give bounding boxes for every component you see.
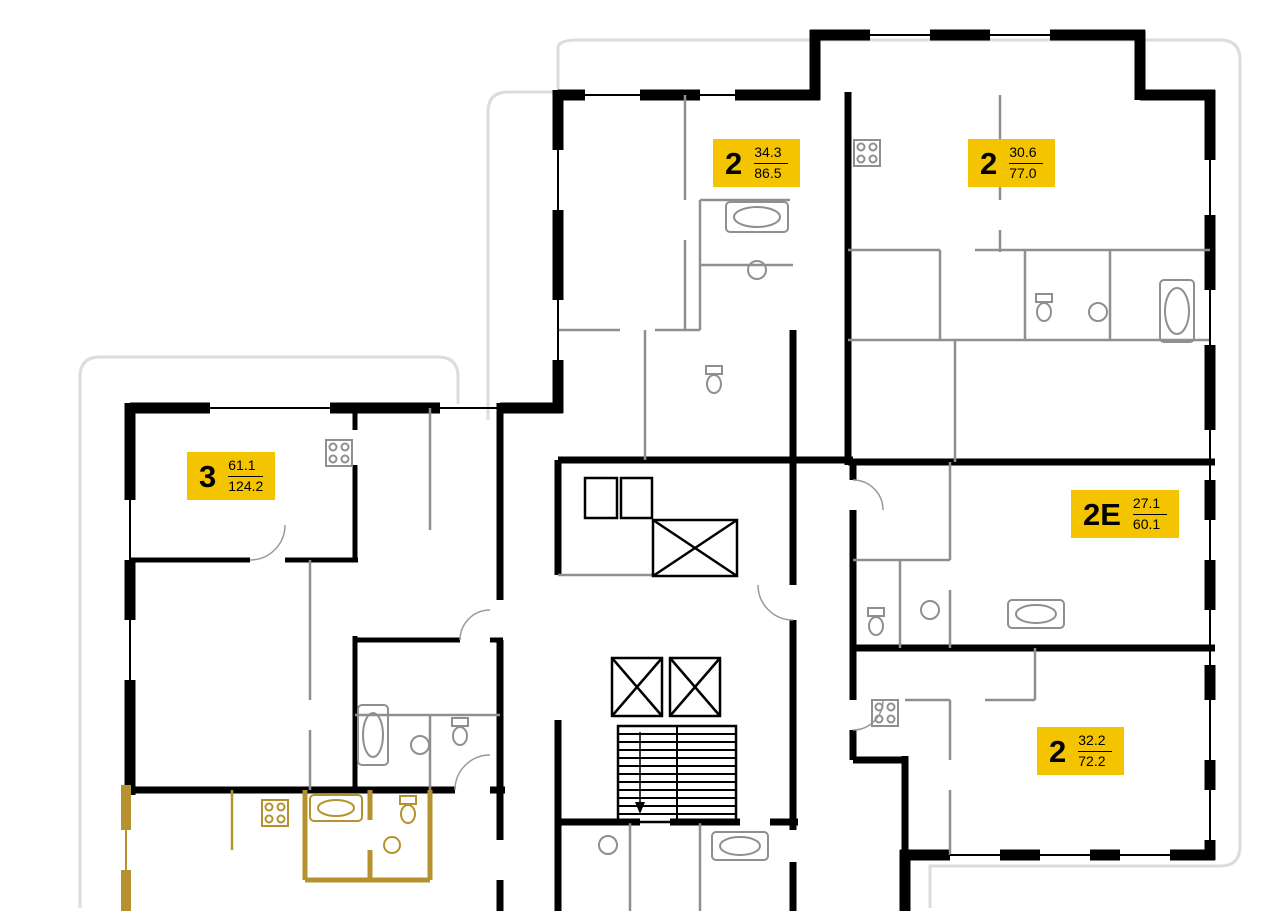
bathtub-icon — [725, 201, 789, 233]
stove-icon — [325, 439, 353, 467]
unit-badge-2-77[interactable]: 2 30.6 77.0 — [968, 139, 1056, 187]
bathtub-icon — [1159, 279, 1195, 343]
unit-area-total: 60.1 — [1132, 515, 1161, 532]
exterior-walls — [124, 29, 1216, 911]
unit-area-total: 77.0 — [1009, 164, 1037, 181]
area-divider — [1009, 162, 1044, 164]
unit-area-total: 72.2 — [1078, 752, 1106, 769]
unit-area-living: 30.6 — [1009, 144, 1037, 161]
outer-contour-lines — [78, 38, 1242, 908]
sink-icon — [410, 260, 1108, 855]
elevator-icon — [583, 476, 739, 718]
door-arcs — [249, 479, 884, 791]
partition-walls — [308, 95, 1210, 911]
unit-areas: 30.6 77.0 — [1009, 144, 1044, 181]
stove-icon — [871, 699, 899, 727]
unit-badge-2-86[interactable]: 2 34.3 86.5 — [713, 139, 801, 187]
toilet-icon — [451, 717, 469, 746]
unit-type: 3 — [199, 458, 217, 494]
unit-area-living: 27.1 — [1132, 495, 1161, 512]
stairs-icon — [616, 724, 738, 824]
area-divider — [1078, 750, 1113, 752]
toilet-icon — [867, 607, 885, 636]
unit-area-total: 124.2 — [228, 477, 264, 494]
stove-icon — [261, 799, 289, 827]
unit-badge-2-72[interactable]: 2 32.2 72.2 — [1037, 727, 1125, 775]
unit-areas: 61.1 124.2 — [228, 457, 264, 494]
unit-badge-3-124[interactable]: 3 61.1 124.2 — [187, 452, 276, 500]
unit-area-living: 34.3 — [754, 144, 782, 161]
fixtures — [325, 139, 1195, 861]
unit-area-living: 61.1 — [228, 457, 256, 474]
highlighted-unit-walls[interactable] — [121, 785, 433, 911]
sink-icon — [383, 836, 401, 854]
unit-type: 2 — [725, 145, 743, 181]
area-divider — [228, 475, 264, 477]
unit-areas: 27.1 60.1 — [1132, 495, 1167, 532]
bathtub-icon — [1007, 599, 1065, 629]
unit-area-living: 32.2 — [1078, 732, 1106, 749]
window-marks — [129, 34, 1211, 856]
interior-walls — [126, 92, 1215, 911]
bathtub-icon — [357, 704, 389, 766]
unit-areas: 32.2 72.2 — [1078, 732, 1113, 769]
toilet-icon — [705, 365, 723, 394]
unit-areas: 34.3 86.5 — [754, 144, 789, 181]
unit-area-total: 86.5 — [754, 164, 782, 181]
toilet-icon — [1035, 293, 1053, 322]
unit-badge-2e-60[interactable]: 2E 27.1 60.1 — [1071, 490, 1179, 538]
unit-type: 2E — [1083, 496, 1121, 532]
bathtub-icon — [309, 794, 363, 822]
unit-type: 2 — [1049, 733, 1067, 769]
unit-type: 2 — [980, 145, 998, 181]
bathtub-icon — [711, 831, 769, 861]
toilet-icon — [399, 795, 417, 824]
stove-icon — [853, 139, 881, 167]
area-divider — [1132, 513, 1167, 515]
area-divider — [754, 162, 789, 164]
